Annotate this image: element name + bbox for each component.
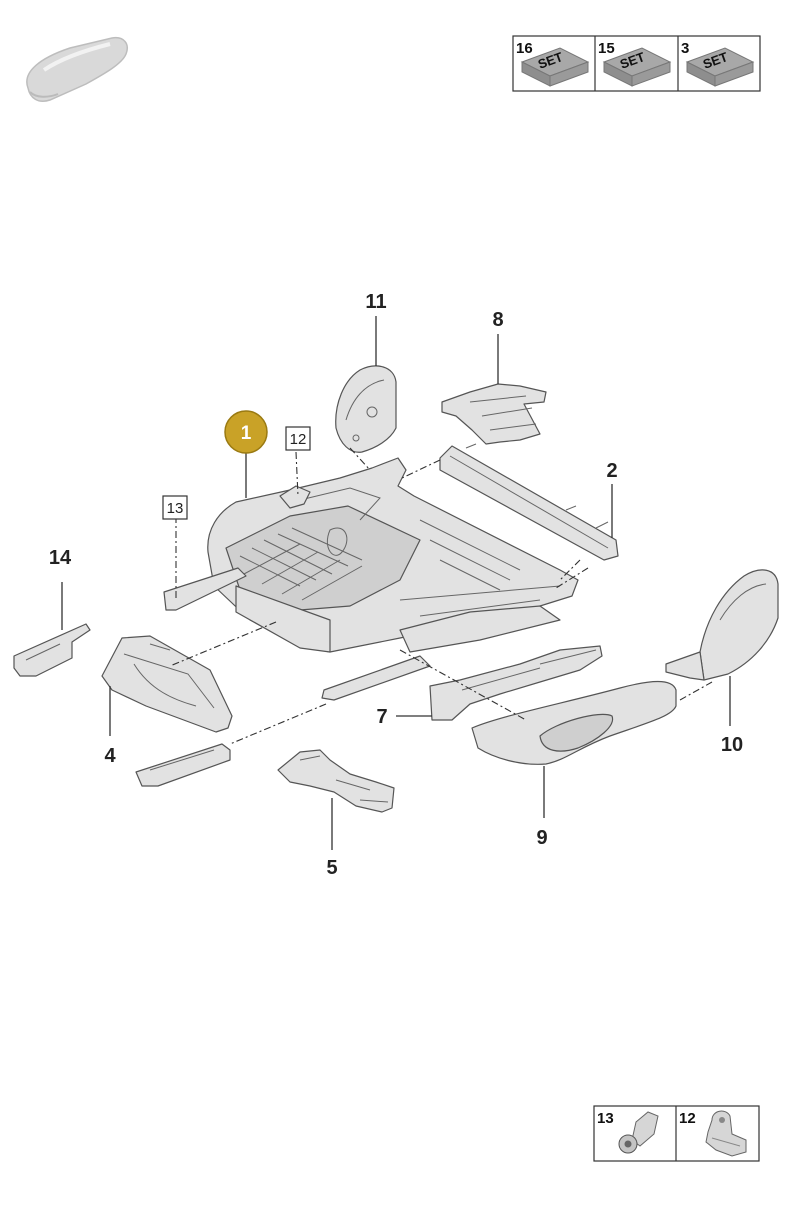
part-4-shape[interactable] [101, 635, 233, 733]
hardware-12[interactable]: 12 [679, 1110, 747, 1157]
callout-9-label[interactable]: 9 [536, 827, 547, 849]
hardware-table: 13 12 [593, 1105, 760, 1162]
part-9-shape[interactable] [471, 680, 677, 765]
part-14-shape[interactable] [13, 623, 91, 677]
callout-5-label[interactable]: 5 [326, 857, 337, 879]
callout-4-label[interactable]: 4 [104, 745, 116, 767]
callout-14-label[interactable]: 14 [49, 547, 72, 569]
callout-2-label[interactable]: 2 [606, 460, 617, 482]
mount-bracket-icon [705, 1110, 747, 1157]
callout-7-label[interactable]: 7 [376, 706, 387, 728]
callout-1-highlight-badge [224, 410, 268, 454]
callout-10-label[interactable]: 10 [721, 734, 743, 756]
callout-12-box[interactable]: 12 [285, 426, 311, 451]
part-12-mount-shape[interactable] [279, 485, 311, 509]
set-kit-3[interactable]: 3 SET [681, 40, 755, 87]
lower-trim-clip-shape[interactable] [135, 743, 231, 787]
callout-1-label: 1 [241, 423, 252, 444]
leader-lines [61, 316, 731, 850]
part-10-shape[interactable] [665, 569, 779, 681]
car-thumbnail-icon [26, 36, 128, 102]
part-11-shape[interactable] [335, 365, 397, 453]
part-1-seat-frame[interactable] [163, 457, 579, 701]
hardware-13[interactable]: 13 [597, 1110, 659, 1154]
part-7-shape[interactable] [429, 645, 603, 721]
part-8-shape[interactable] [441, 383, 547, 445]
clip-fastener-icon [618, 1111, 659, 1154]
assembly-lines [169, 447, 713, 745]
callout-13-box[interactable]: 13 [162, 495, 188, 520]
set-kit-16-number: 16 [516, 40, 533, 57]
set-kit-16[interactable]: 16 SET [516, 40, 590, 87]
callout-13-label: 13 [167, 500, 184, 517]
set-kit-3-number: 3 [681, 40, 689, 57]
callout-11-label[interactable]: 11 [365, 291, 386, 313]
callout-1[interactable]: 1 [224, 410, 268, 454]
hardware-12-number: 12 [679, 1110, 696, 1127]
hardware-13-number: 13 [597, 1110, 614, 1127]
set-kit-15-number: 15 [598, 40, 615, 57]
callout-12-label: 12 [290, 431, 307, 448]
part-2-shape[interactable] [439, 443, 619, 561]
callout-8-label[interactable]: 8 [492, 309, 503, 331]
set-kit-15[interactable]: 15 SET [598, 40, 672, 87]
part-5-shape[interactable] [277, 749, 395, 813]
set-kits-table: 16 SET 15 SET 3 SET [512, 35, 761, 92]
